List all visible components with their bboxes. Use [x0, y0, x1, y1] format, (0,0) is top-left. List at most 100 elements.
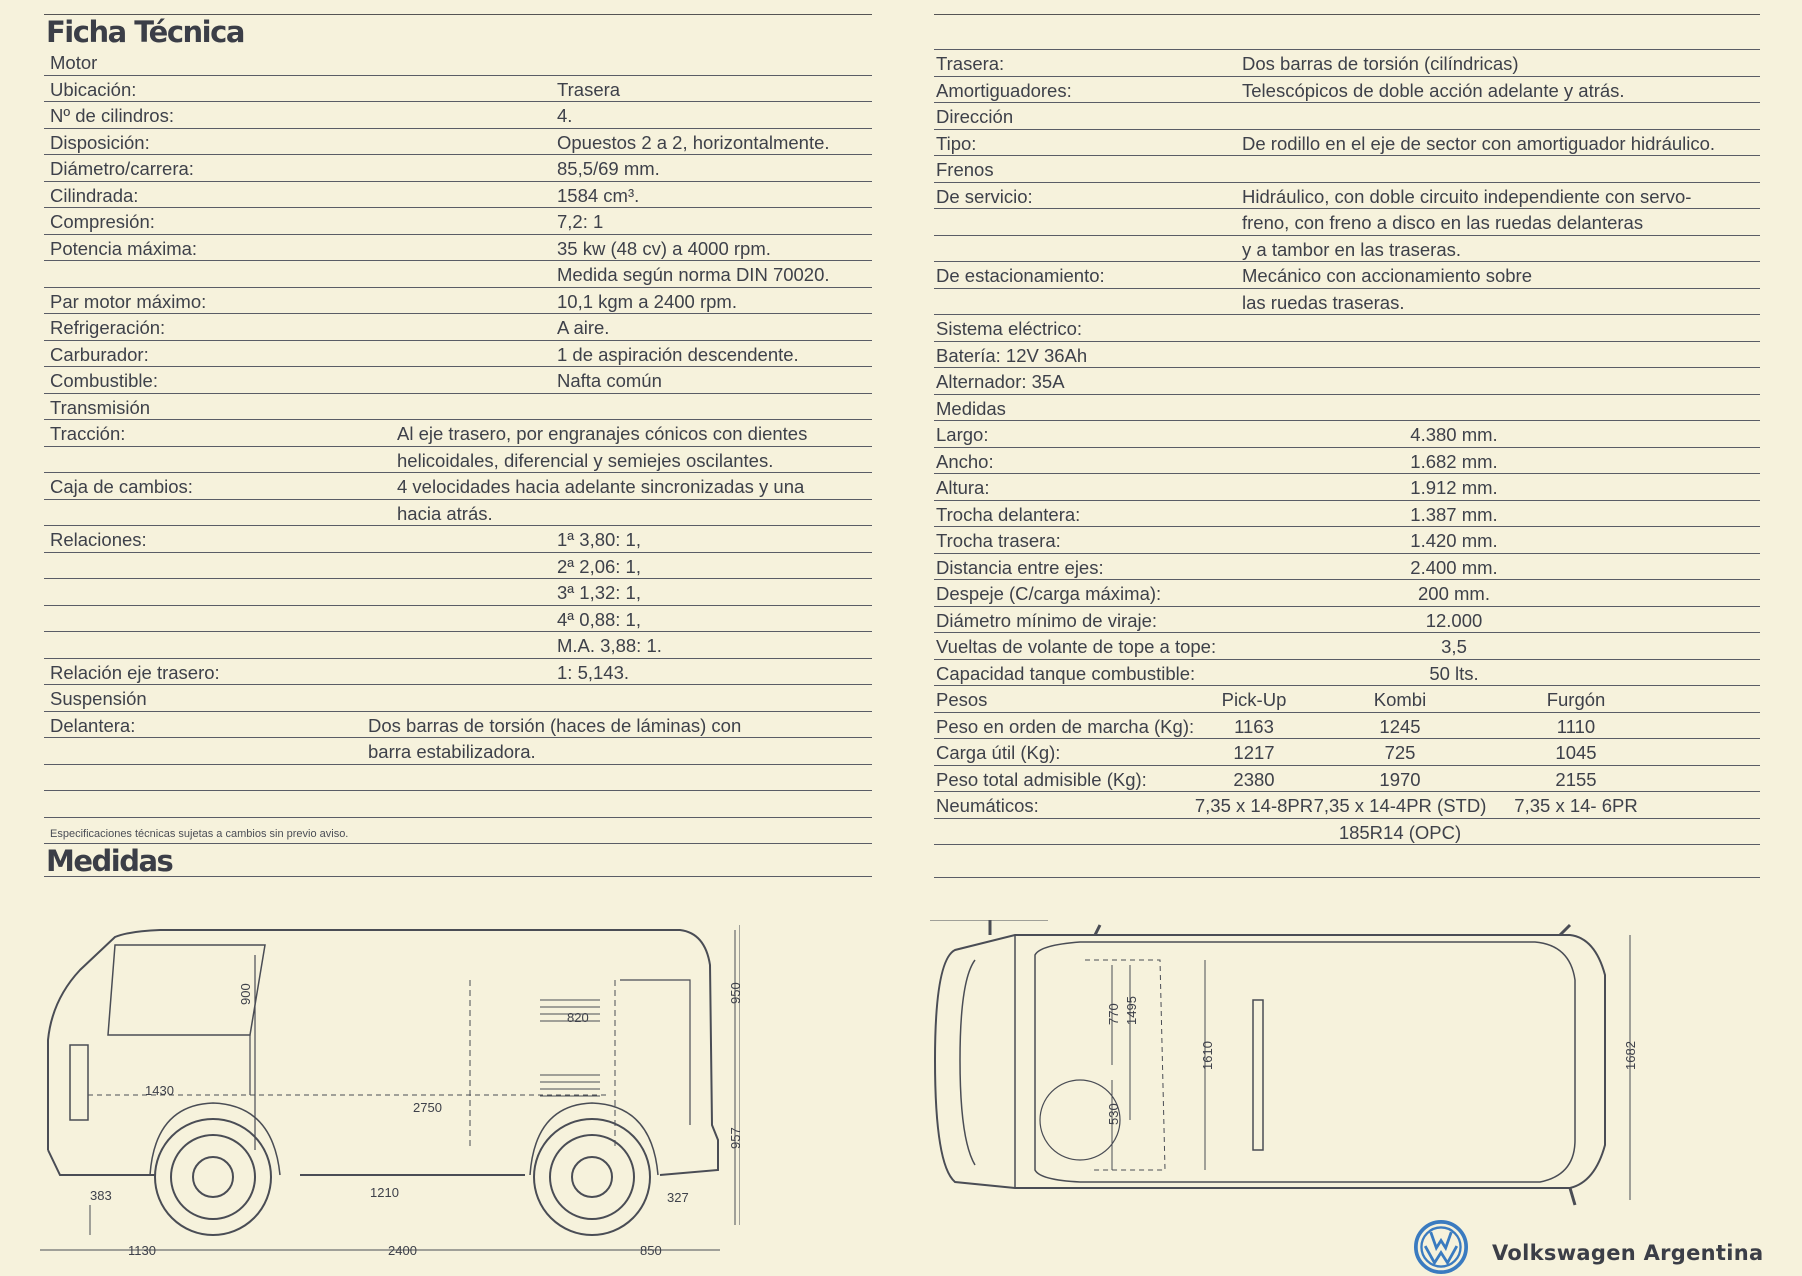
- measure-value: 2.400 mm.: [1410, 556, 1498, 578]
- spec-row: Amortiguadores:Telescópicos de doble acc…: [934, 77, 1760, 103]
- measure-value: 3,5: [1441, 636, 1467, 657]
- spec-row: 2ª 2,06: 1,: [44, 553, 872, 579]
- spec-value: 10,1 kgm a 2400 rpm.: [557, 290, 737, 312]
- weight-value: 2380: [1233, 768, 1275, 790]
- spec-value: 1584 cm³.: [557, 184, 640, 206]
- spec-label: Relaciones:: [50, 529, 147, 550]
- spec-value: 1ª 3,80: 1,: [557, 529, 641, 550]
- dim-top-1610: 1610: [1200, 1041, 1215, 1070]
- spec-value: Nafta común: [557, 370, 662, 391]
- spec-row: M.A. 3,88: 1.: [44, 632, 872, 659]
- spec-value: 4.: [557, 105, 573, 126]
- spec-label: Delantera:: [50, 714, 136, 736]
- spec-label: Peso en orden de marcha (Kg):: [936, 715, 1195, 737]
- spec-row: Altura:1.912 mm.: [934, 474, 1760, 501]
- spec-label: Tracción:: [50, 423, 126, 444]
- dim-side-850: 850: [640, 1243, 662, 1258]
- spec-row: Despeje (C/carga máxima):200 mm.: [934, 580, 1760, 607]
- spec-title: Ficha Técnica: [46, 15, 245, 49]
- spec-row: Suspensión: [44, 685, 872, 712]
- spec-value: Dos barras de torsión (cilíndricas): [1242, 53, 1519, 74]
- dim-side-950: 950: [728, 982, 740, 1004]
- spec-value: 3ª 1,32: 1,: [557, 582, 641, 603]
- spec-row: barra estabilizadora.: [44, 738, 872, 765]
- spec-value: 1 de aspiración descendente.: [557, 343, 799, 365]
- spec-row: Carburador:1 de aspiración descendente.: [44, 341, 872, 367]
- spec-row: Diámetro/carrera:85,5/69 mm.: [44, 155, 872, 182]
- spec-row: De servicio:Hidráulico, con doble circui…: [934, 183, 1760, 209]
- spec-table-right: Trasera:Dos barras de torsión (cilíndric…: [934, 50, 1760, 845]
- spec-row: Dirección: [934, 103, 1760, 130]
- spec-value: y a tambor en las traseras.: [1242, 238, 1462, 260]
- spec-row: helicoidales, diferencial y semiejes osc…: [44, 447, 872, 473]
- dim-top-770: 770: [1106, 1003, 1121, 1025]
- spec-value: Opuestos 2 a 2, horizontalmente.: [557, 131, 830, 153]
- spec-row: Motor: [44, 49, 872, 76]
- spec-row: Diámetro mínimo de viraje:12.000: [934, 607, 1760, 633]
- measure-value: 1.387 mm.: [1410, 503, 1498, 525]
- spec-value: Telescópicos de doble acción adelante y …: [1242, 79, 1625, 101]
- spec-label: Vueltas de volante de tope a tope:: [936, 636, 1217, 657]
- spec-label: De estacionamiento:: [936, 265, 1105, 286]
- spec-label: Suspensión: [50, 688, 147, 709]
- spec-label: Diámetro/carrera:: [50, 158, 194, 179]
- weight-value: 1245: [1379, 715, 1421, 737]
- spec-value: 1: 5,143.: [557, 661, 630, 683]
- vw-logo-icon: [1414, 1220, 1468, 1274]
- spec-value: barra estabilizadora.: [368, 741, 536, 762]
- spec-label: Transmisión: [50, 396, 151, 418]
- spec-row: Relaciones: 1ª 3,80: 1,: [44, 526, 872, 553]
- spacer-row: [934, 15, 1760, 50]
- spec-label: Combustible:: [50, 370, 158, 391]
- top-view-drawing: 770 1495 530 1610 1682: [930, 920, 1638, 1206]
- spec-label: Altura:: [936, 477, 990, 498]
- spec-label: Nº de cilindros:: [50, 105, 174, 126]
- measure-value: 1.682 mm.: [1410, 450, 1498, 472]
- weight-value: 1110: [1556, 715, 1596, 737]
- spec-row: Batería: 12V 36Ah: [934, 342, 1760, 368]
- weight-value: Furgón: [1546, 689, 1606, 710]
- spec-label: Caja de cambios:: [50, 476, 193, 497]
- side-view-drawing: 1430 900 820 2750 950 957 383 1210 327 1…: [40, 925, 740, 1258]
- spec-label: Largo:: [936, 424, 989, 445]
- spec-label: Pesos: [936, 689, 988, 710]
- spec-value: Medida según norma DIN 70020.: [557, 264, 830, 285]
- spec-label: Sistema eléctrico:: [936, 318, 1082, 339]
- spec-label: Trocha delantera:: [936, 503, 1081, 525]
- spec-value: 35 kw (48 cv) a 4000 rpm.: [557, 237, 771, 259]
- spec-row: Tracción:Al eje trasero, por engranajes …: [44, 420, 872, 447]
- spec-label: Distancia entre ejes:: [936, 556, 1104, 578]
- weight-value: 7,35 x 14- 6PR: [1514, 795, 1638, 816]
- spec-label: Potencia máxima:: [50, 237, 198, 259]
- weight-value: 1045: [1555, 742, 1597, 763]
- spec-label: Par motor máximo:: [50, 290, 207, 312]
- spec-label: Refrigeración:: [50, 317, 166, 338]
- spec-label: Diámetro mínimo de viraje:: [936, 609, 1158, 631]
- dim-side-900: 900: [238, 983, 253, 1005]
- spec-row: Relación eje trasero:1: 5,143.: [44, 659, 872, 685]
- spec-value: M.A. 3,88: 1.: [557, 635, 662, 656]
- spec-label: Despeje (C/carga máxima):: [936, 583, 1162, 604]
- dim-side-2750: 2750: [413, 1100, 442, 1115]
- measure-value: 50 lts.: [1429, 662, 1479, 684]
- spec-value: 4ª 0,88: 1,: [557, 608, 641, 630]
- measure-value: 4.380 mm.: [1410, 424, 1498, 445]
- spec-row: las ruedas traseras.: [934, 289, 1760, 315]
- dim-side-820: 820: [567, 1010, 589, 1025]
- dim-top-1495: 1495: [1124, 996, 1139, 1025]
- spec-row: Caja de cambios:4 velocidades hacia adel…: [44, 473, 872, 500]
- spec-row: Combustible: Nafta común: [44, 367, 872, 394]
- spec-value: 7,2: 1: [557, 211, 604, 232]
- spec-right-column: Trasera:Dos barras de torsión (cilíndric…: [934, 0, 1760, 878]
- weight-value: Kombi: [1373, 689, 1427, 710]
- spec-label: Ancho:: [936, 450, 994, 472]
- spec-label: Ubicación:: [50, 78, 137, 100]
- weight-value: 185R14 (OPC): [1338, 821, 1462, 843]
- spec-row: Alternador: 35A: [934, 368, 1760, 395]
